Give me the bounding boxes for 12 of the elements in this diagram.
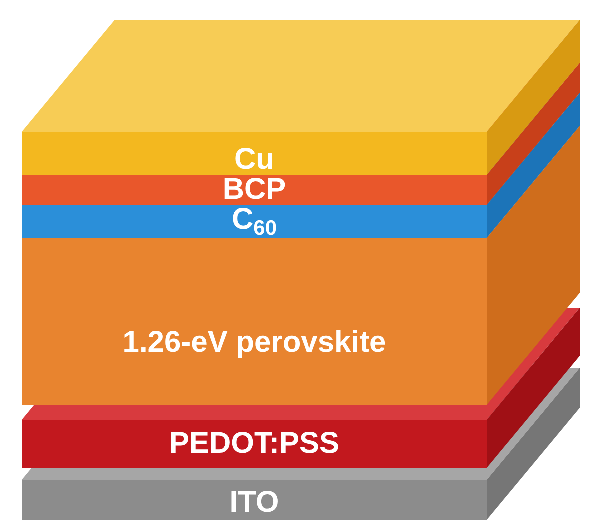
layer-label: PEDOT:PSS — [169, 429, 340, 459]
layer-slab — [22, 420, 487, 468]
layer-label: C$_{60}$ — [232, 204, 278, 240]
layer-label: BCP — [222, 175, 286, 205]
layer-label: ITO — [230, 488, 280, 518]
layer-slab — [22, 480, 487, 520]
layer-slab — [22, 175, 487, 205]
layer-slab — [22, 205, 487, 238]
layer-slab — [22, 132, 487, 175]
layer-label: 1.26-eV perovskite — [122, 328, 386, 358]
layer-label: Cu — [234, 145, 274, 175]
layer-slab — [22, 238, 487, 405]
